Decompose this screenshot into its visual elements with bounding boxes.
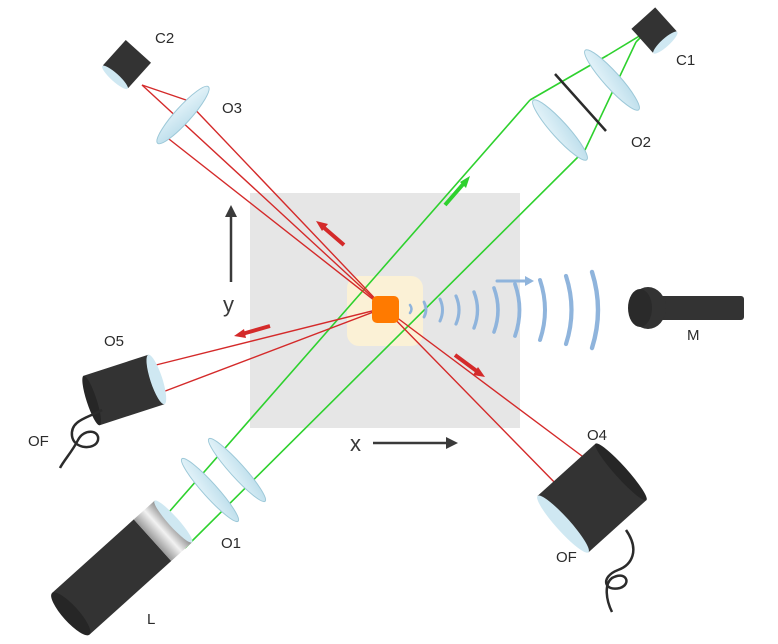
red-arrow-left: [234, 324, 271, 338]
label-of-left: OF: [28, 433, 49, 450]
label-c2: C2: [155, 30, 174, 47]
red-arrow-down-right: [453, 353, 485, 377]
detector-o5: [82, 354, 167, 426]
green-arrow: [443, 176, 470, 207]
detector-o4: [537, 443, 647, 553]
label-axis-y: y: [223, 292, 234, 317]
lens-o2: [532, 49, 640, 161]
red-beam-o5-a: [151, 307, 385, 367]
red-beam-o4-a: [383, 307, 591, 463]
axis-x: [373, 437, 458, 449]
label-o5: O5: [104, 333, 124, 350]
label-o2: O2: [631, 134, 651, 151]
label-o1: O1: [221, 535, 241, 552]
red-scattered-beams: [141, 84, 591, 489]
red-beam-o3-a: [185, 99, 385, 309]
green-beam-c1-lower: [584, 41, 637, 151]
direction-arrows: [234, 176, 485, 377]
lens-o1: [180, 437, 267, 523]
label-o4: O4: [587, 427, 607, 444]
label-l: L: [147, 611, 155, 628]
optical-fiber-right: [605, 529, 635, 613]
label-of-right: OF: [556, 549, 577, 566]
label-axis-x: x: [350, 431, 361, 456]
label-o3: O3: [222, 100, 242, 117]
laser-source: [51, 500, 193, 636]
camera-c1: [631, 7, 678, 54]
sound-arrow: [495, 276, 534, 286]
axis-y: [225, 205, 237, 282]
aperture-slit: [554, 73, 607, 132]
red-arrow-up-left: [316, 221, 346, 247]
microphone: [628, 287, 744, 329]
red-beam-o5-b: [159, 307, 385, 394]
label-m: M: [687, 327, 700, 344]
red-beam-o3-b: [159, 131, 385, 309]
acoustic-waves: [408, 269, 601, 351]
red-beam-c2-b: [141, 84, 187, 101]
label-c1: C1: [676, 52, 695, 69]
red-beam-o4-b: [383, 307, 561, 489]
lens-o3: [156, 85, 210, 145]
sample-square: [372, 296, 399, 323]
camera-c2: [102, 39, 152, 90]
optical-fiber-left: [58, 408, 103, 469]
